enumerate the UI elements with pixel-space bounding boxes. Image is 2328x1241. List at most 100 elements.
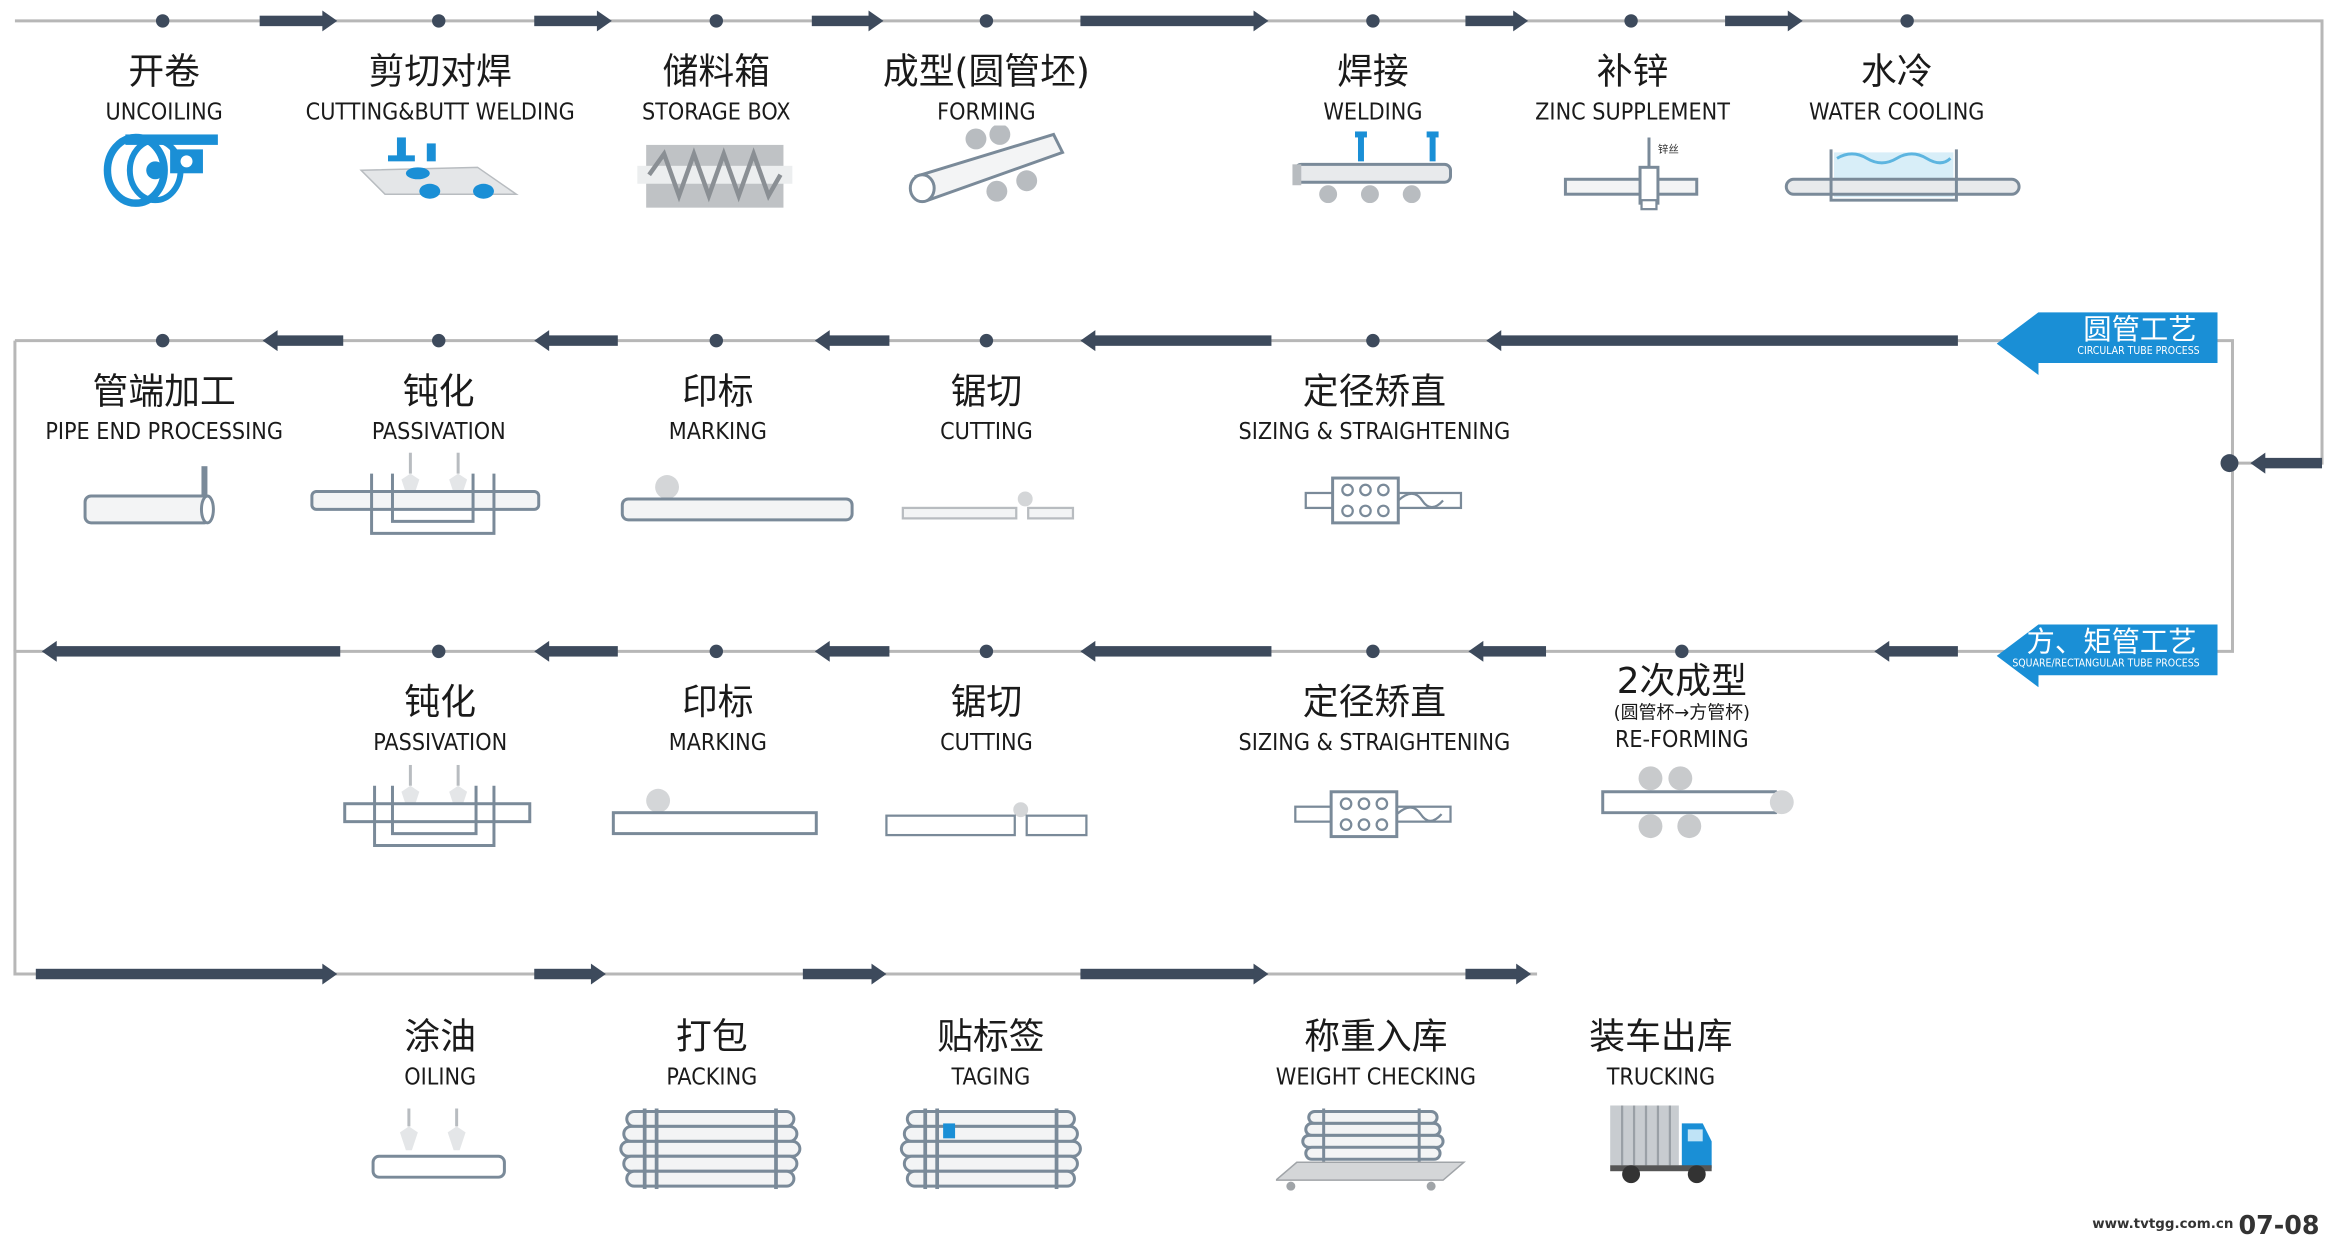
step-passivation-square: 钝化 PASSIVATION [261, 681, 619, 756]
flow-node-dot [1624, 14, 1638, 28]
step-label-zh: 打包 [676, 1015, 748, 1058]
storage-box-icon [637, 144, 793, 208]
step-label-zh: 装车出库 [1589, 1015, 1733, 1058]
step-label-en: RE-FORMING [1614, 726, 1749, 753]
step-sizing-straightening-square: 定径矫直 SIZING & STRAIGHTENING [1195, 681, 1553, 756]
flow-node-dot [709, 644, 724, 659]
flow-arrowhead [871, 963, 887, 985]
step-label-en: WATER COOLING [1809, 98, 1985, 126]
step-label-en: OILING [404, 1063, 477, 1091]
flow-node-dot [979, 333, 994, 348]
bundle-icon [619, 1108, 802, 1190]
step-storage-box: 储料箱 STORAGE BOX [537, 51, 895, 126]
square-tube-process-badge: 方、矩管工艺 SQUARE/RECTANGULAR TUBE PROCESS [1996, 624, 2218, 688]
step-trucking: 装车出库 TRUCKING [1482, 1016, 1840, 1091]
flow-arrow-shaft [546, 646, 618, 657]
reforming-icon [1601, 766, 1794, 839]
step-label-en: CUTTING [940, 729, 1033, 756]
flow-arrow-shaft [546, 335, 618, 346]
step-pipe-end-processing: 管端加工 PIPE END PROCESSING [0, 370, 343, 445]
step-label-en: TAGING [951, 1063, 1031, 1091]
flow-arrow-shaft [826, 646, 890, 657]
step-label-en: WEIGHT CHECKING [1275, 1063, 1477, 1091]
flow-arrow-shaft [274, 335, 344, 346]
step-label-zh: 2次成型 [1616, 660, 1747, 703]
step-label-zh: 剪切对焊 [368, 50, 512, 93]
step-label-zh: 水冷 [1860, 50, 1933, 93]
step-passivation: 钝化 PASSIVATION [260, 370, 618, 445]
step-label-zh: 称重入库 [1304, 1015, 1448, 1058]
flow-arrowhead [1253, 10, 1269, 32]
badge-title: 圆管工艺 [2083, 313, 2197, 347]
flow-arrow-shaft [811, 15, 872, 27]
step-label-zh: 储料箱 [662, 50, 771, 93]
flow-node-dot [979, 644, 994, 659]
step-label-sub: (圆管杯→方管杯) [1613, 702, 1751, 724]
sizing-rolls-icon [1294, 790, 1452, 839]
flow-arrowhead [322, 10, 338, 32]
flow-arrow-shaft [1725, 15, 1791, 27]
flow-arrowhead [1486, 330, 1502, 352]
flow-arrowhead [596, 10, 612, 32]
forming-rolls-icon [908, 125, 1065, 204]
pipe-end-icon [83, 466, 215, 525]
flow-arrowhead [41, 640, 57, 662]
flow-arrowhead [1253, 963, 1269, 985]
step-packing: 打包 PACKING [533, 1016, 891, 1091]
step-label-zh: 管端加工 [92, 370, 236, 413]
step-label-zh: 钝化 [404, 681, 477, 724]
flow-node-dot [432, 14, 446, 28]
flow-arrow-shaft [35, 968, 326, 980]
flow-arrow-shaft [1480, 646, 1547, 657]
step-label-en: PASSIVATION [371, 418, 506, 446]
step-label-zh: 印标 [681, 681, 754, 724]
passivation-tank-icon [343, 764, 532, 848]
flow-node-dot [155, 333, 170, 348]
flow-arrowhead [814, 330, 830, 352]
step-label-zh: 开卷 [128, 50, 200, 93]
marking-icon [611, 788, 818, 836]
flow-node-dot [155, 14, 170, 28]
footer-page-number: 07-08 [2238, 1211, 2320, 1241]
flow-arrowhead [534, 330, 550, 352]
step-label-zh: 焊接 [1337, 50, 1409, 93]
step-label-zh: 成型(圆管坯) [882, 50, 1090, 93]
step-cutting: 锯切 CUTTING [807, 370, 1165, 445]
step-marking-square: 印标 MARKING [539, 681, 897, 756]
flow-arrow-shaft [1092, 646, 1272, 657]
flow-track [13, 19, 2324, 976]
flow-arrow-shaft [1092, 335, 1272, 346]
step-cutting-butt-welding: 剪切对焊 CUTTING&BUTT WELDING [261, 51, 619, 126]
step-label-zh: 贴标签 [937, 1015, 1045, 1058]
step-taging: 贴标签 TAGING [812, 1016, 1170, 1091]
flow-arrow-shaft [802, 968, 875, 980]
flow-arrowhead [814, 640, 830, 662]
flow-node-dot [1675, 644, 1689, 659]
flow-arrow-shaft [826, 335, 890, 346]
step-label-en: CUTTING&BUTT WELDING [305, 98, 575, 126]
step-label-en: UNCOILING [105, 98, 223, 126]
step-oiling: 涂油 OILING [261, 1016, 619, 1091]
step-label-zh: 涂油 [404, 1015, 477, 1058]
flow-arrowhead [1874, 640, 1890, 662]
step-label-en: STORAGE BOX [642, 98, 791, 126]
step-forming: 成型(圆管坯) FORMING [807, 51, 1165, 126]
step-label-en: WELDING [1323, 98, 1423, 126]
step-label-en: FORMING [937, 98, 1036, 126]
step-label-zh: 锯切 [950, 681, 1023, 724]
flow-arrowhead [1516, 963, 1532, 985]
step-water-cooling: 水冷 WATER COOLING [1718, 51, 2076, 126]
flow-arrow-shaft [1080, 15, 1257, 27]
flow-arrowhead [322, 963, 338, 985]
flow-arrow-shaft [1465, 968, 1520, 980]
butt-welder-icon [359, 137, 519, 199]
badge-subtitle: CIRCULAR TUBE PROCESS [2077, 345, 2200, 358]
flow-arrow-shaft [53, 646, 341, 657]
badge-arrow-shape [1996, 312, 2218, 375]
flow-arrowhead [590, 963, 606, 985]
step-label-en: TRUCKING [1606, 1063, 1716, 1091]
water-tank-icon [1784, 149, 2021, 202]
truck-icon [1610, 1105, 1712, 1184]
sizing-rolls-icon [1304, 476, 1463, 525]
